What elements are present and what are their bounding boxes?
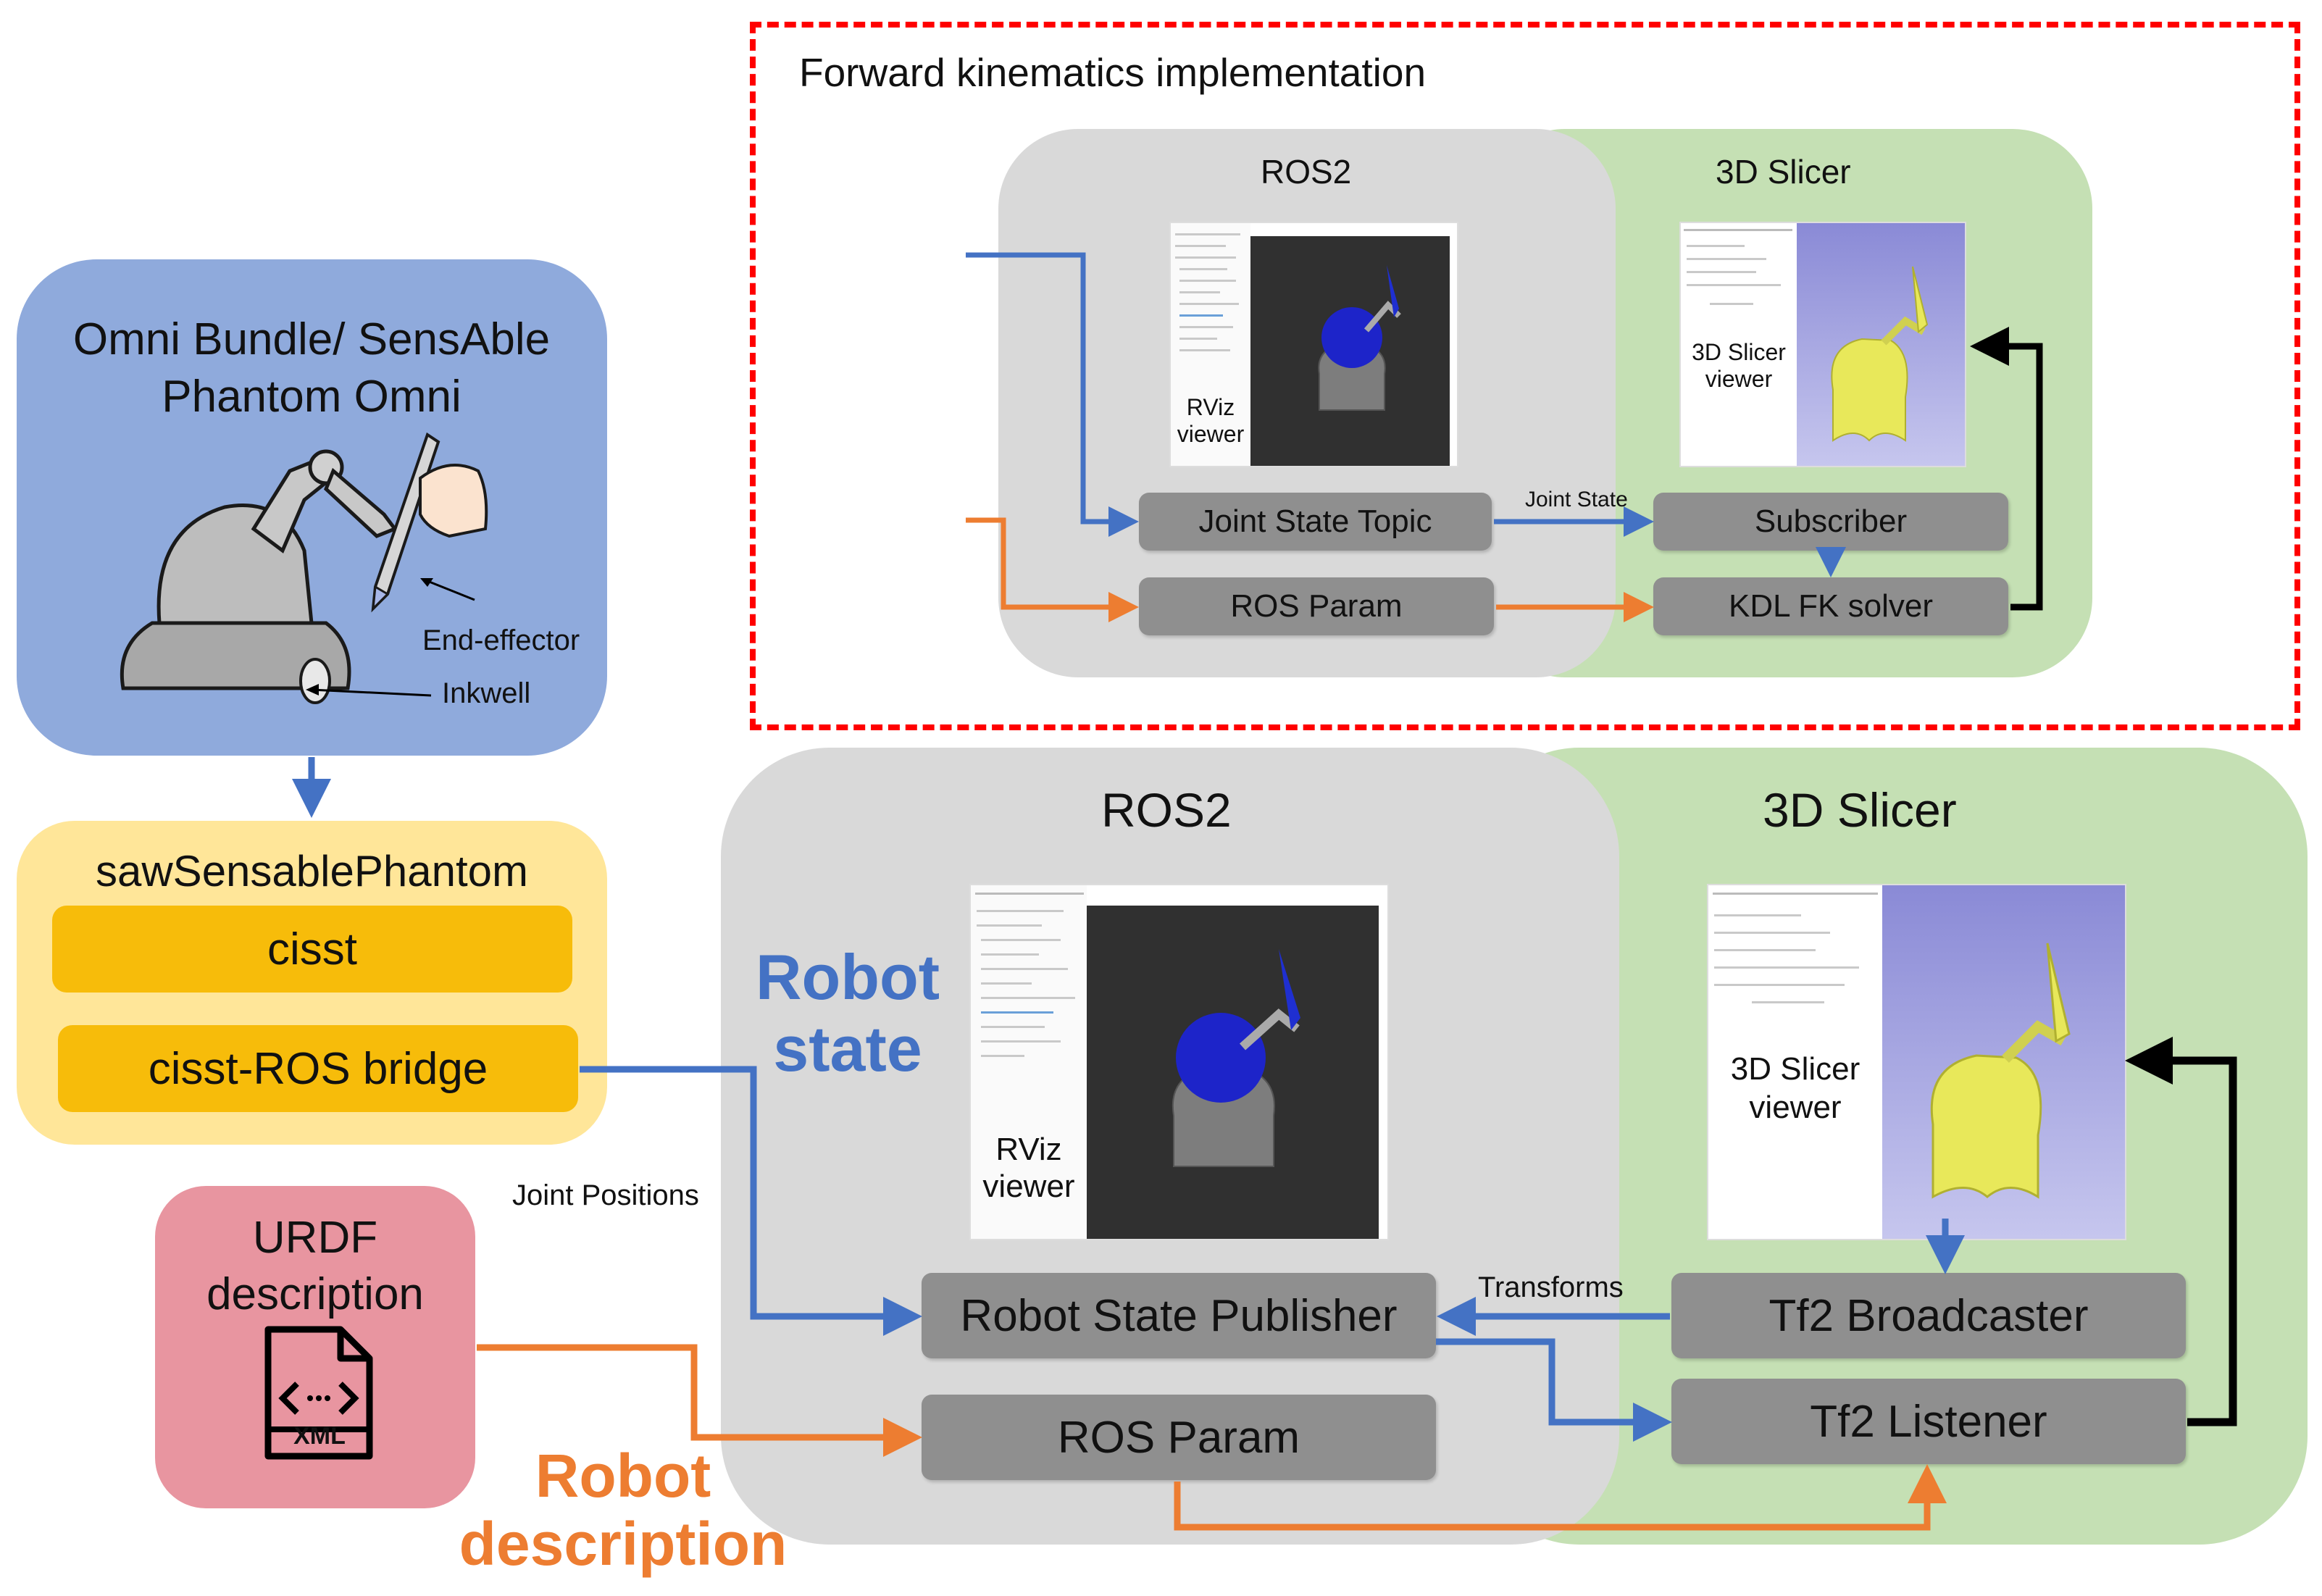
main-ros2-label: ROS2 bbox=[1101, 783, 1232, 837]
fk-orange-input-arrow bbox=[966, 517, 1139, 622]
joint-positions-edge-label: Joint Positions bbox=[512, 1179, 699, 1211]
tf2-listener-feedback-arrow bbox=[2125, 1037, 2237, 1426]
transforms-edge-label: Transforms bbox=[1478, 1271, 1624, 1303]
fk-ros-param-box: ROS Param bbox=[1139, 577, 1494, 635]
fk-title: Forward kinematics implementation bbox=[799, 50, 1427, 95]
fk-subscriber-box: Subscriber bbox=[1653, 493, 2008, 551]
urdf-to-ros-param-arrow bbox=[477, 1344, 922, 1457]
main-rviz-screenshot: RViz viewer bbox=[971, 885, 1387, 1239]
main-slicer-label: 3D Slicer bbox=[1763, 783, 1957, 837]
fk-slicer-viewer-label: 3D Slicer viewer bbox=[1692, 339, 1786, 392]
omni-title: Omni Bundle/ SensAble Phantom Omni bbox=[72, 314, 551, 422]
xml-tag-label: XML bbox=[293, 1422, 346, 1450]
fk-rviz-sidebar bbox=[1171, 223, 1250, 466]
fk-slicer-screenshot: 3D Slicer viewer bbox=[1681, 223, 1965, 466]
robot-description-label: Robot description bbox=[459, 1442, 788, 1579]
fk-slicer-robot bbox=[1831, 266, 1929, 442]
tf2-broadcaster-box: Tf2 Broadcaster bbox=[1671, 1273, 2186, 1358]
fk-slicer-sidebar bbox=[1681, 223, 1797, 466]
fk-kdl-fk-solver-box: KDL FK solver bbox=[1653, 577, 2008, 635]
robot-state-label: Robot state bbox=[755, 941, 940, 1085]
saw-title: sawSensablePhantom bbox=[95, 847, 529, 895]
fk-joint-state-topic-box: Joint State Topic bbox=[1139, 493, 1492, 551]
main-slicer-viewer-label: 3D Slicer viewer bbox=[1730, 1051, 1860, 1125]
fk-dashed-region bbox=[750, 22, 2300, 730]
joint-positions-arrow bbox=[580, 1066, 922, 1336]
main-slicer-sidebar bbox=[1708, 885, 1882, 1239]
ros-param-to-tf2-listener-arrow bbox=[1174, 1464, 1947, 1531]
fk-rviz-viewer-label: RViz viewer bbox=[1177, 394, 1245, 447]
fk-kdl-feedback-arrow bbox=[1970, 327, 2043, 611]
inkwell-label: Inkwell bbox=[442, 677, 531, 709]
main-rviz-robot bbox=[1172, 949, 1300, 1167]
end-effector-label: End-effector bbox=[422, 624, 580, 656]
phantom-omni-illustration bbox=[120, 432, 488, 704]
main-slicer-screenshot: 3D Slicer viewer bbox=[1708, 885, 2125, 1239]
fk-rviz-robot bbox=[1318, 265, 1401, 411]
cisst-box: cisst bbox=[52, 906, 572, 993]
main-rviz-viewer-label: RViz viewer bbox=[982, 1132, 1075, 1204]
main-ros-param-box: ROS Param bbox=[922, 1395, 1436, 1480]
fk-blue-input-arrow bbox=[966, 252, 1139, 537]
rsp-to-tf2-listener-arrow bbox=[1436, 1338, 1672, 1442]
fk-ros2-label: ROS2 bbox=[1261, 153, 1352, 191]
robot-state-publisher-box: Robot State Publisher bbox=[922, 1273, 1436, 1358]
urdf-title: URDF description bbox=[206, 1213, 424, 1319]
cisst-ros-bridge-box: cisst-ROS bridge bbox=[58, 1025, 578, 1112]
fk-rviz-screenshot: RViz viewer bbox=[1171, 223, 1457, 466]
fk-joint-state-edge-label: Joint State bbox=[1525, 488, 1628, 511]
tf2-listener-box: Tf2 Listener bbox=[1671, 1379, 2186, 1464]
xml-file-icon bbox=[264, 1326, 373, 1460]
fk-slicer-label: 3D Slicer bbox=[1716, 153, 1851, 191]
main-slicer-robot bbox=[1930, 943, 2071, 1199]
main-rviz-sidebar bbox=[971, 885, 1087, 1239]
